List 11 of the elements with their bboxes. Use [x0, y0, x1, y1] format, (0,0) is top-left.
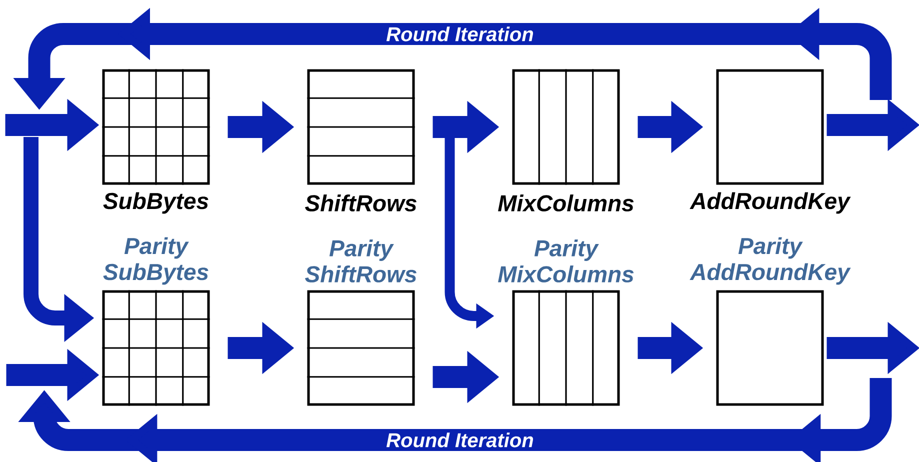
operation-label: MixColumns [498, 194, 634, 212]
operation-label: Parity SubBytes [103, 237, 208, 285]
edge-label: Round Iteration [385, 432, 535, 448]
operation-label: AddRoundKey [690, 192, 851, 214]
edge-label: Round Iteration [385, 26, 535, 42]
operation-label: Parity AddRoundKey [690, 237, 851, 285]
operation-label: Parity ShiftRows [305, 240, 416, 282]
operation-label: ShiftRows [305, 194, 416, 212]
block-arrow [18, 378, 892, 462]
operation-label: SubBytes [103, 192, 208, 214]
operation-label: Parity MixColumns [498, 240, 634, 282]
